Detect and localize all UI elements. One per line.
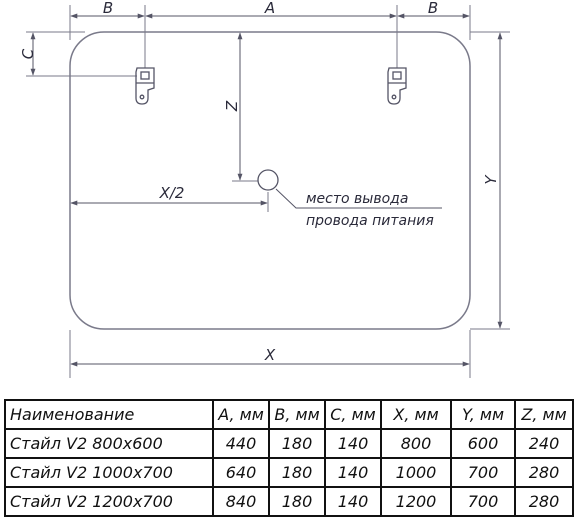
header-name: Наименование [4,399,214,430]
label-a: A [264,0,275,17]
leader-line [275,188,442,209]
label-c: C [19,48,37,59]
cell-x: 800 [380,428,452,459]
header-c: C, мм [324,399,382,430]
cell-c: 140 [324,457,382,488]
header-z: Z, мм [514,399,574,430]
cell-c: 140 [324,428,382,459]
header-x: X, мм [380,399,452,430]
extension-lines [26,5,510,378]
cell-z: 280 [514,457,574,488]
cell-b: 180 [268,428,326,459]
bracket-right-icon [387,67,407,105]
label-z: Z [223,100,241,112]
cell-z: 240 [514,428,574,459]
technical-drawing: B A B C Z X/2 Y X место вывода провода п… [19,0,510,378]
header-y: Y, мм [450,399,516,430]
bracket-left-icon [135,67,155,105]
cell-b: 180 [268,457,326,488]
cell-name: Стайл V2 800x600 [4,428,214,459]
label-x: X [264,346,276,364]
label-x-half: X/2 [159,184,185,202]
cable-outlet-icon [257,169,279,191]
label-y: Y [482,174,500,185]
table-header-row: Наименование A, мм B, мм C, мм X, мм Y, … [4,399,574,430]
cell-a: 440 [212,428,270,459]
cell-y: 700 [450,486,516,517]
table-row: Стайл V2 800x600 440 180 140 800 600 240 [4,428,574,459]
header-a: A, мм [212,399,270,430]
cell-c: 140 [324,486,382,517]
cell-name: Стайл V2 1000x700 [4,457,214,488]
dimension-lines [30,13,503,367]
header-b: B, мм [268,399,326,430]
cell-x: 1000 [380,457,452,488]
cell-name: Стайл V2 1200x700 [4,486,214,517]
table-row: Стайл V2 1000x700 640 180 140 1000 700 2… [4,457,574,488]
label-b-left: B [103,0,113,17]
dimensions-table: Наименование A, мм B, мм C, мм X, мм Y, … [4,399,574,517]
note-line-2: провода питания [306,213,434,229]
cell-a: 840 [212,486,270,517]
cell-z: 280 [514,486,574,517]
table-row: Стайл V2 1200x700 840 180 140 1200 700 2… [4,486,574,517]
cell-x: 1200 [380,486,452,517]
note-line-1: место вывода [306,191,408,207]
label-b-right: B [428,0,438,17]
cell-a: 640 [212,457,270,488]
mirror-outline [69,31,471,330]
cell-b: 180 [268,486,326,517]
cell-y: 600 [450,428,516,459]
cell-y: 700 [450,457,516,488]
